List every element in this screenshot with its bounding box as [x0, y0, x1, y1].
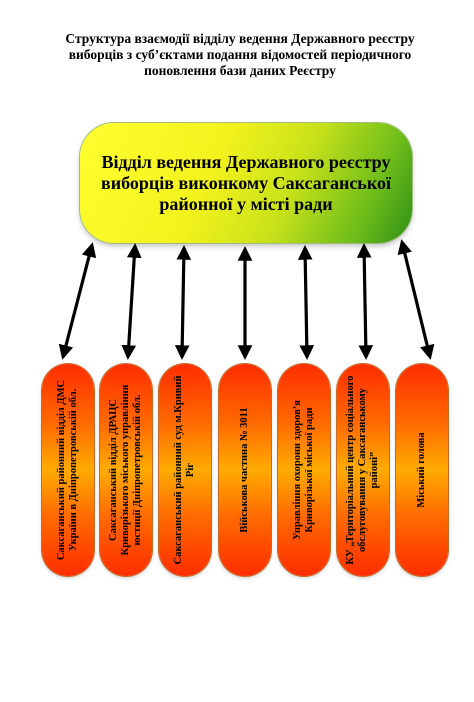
- unit-label-civil-registry: Саксаганський відділ ДРАЦС Криворізького…: [108, 384, 143, 556]
- main-department-box: Відділ ведення Державного реєстру виборц…: [80, 123, 412, 243]
- unit-box-migration-service: Саксаганський районний відділ ДМС Україн…: [42, 364, 94, 576]
- unit-label-district-court: Саксаганський районний суд м.Кривий Ріг: [173, 375, 196, 565]
- connector-arrow-1: [58, 242, 97, 360]
- connector-arrow-5: [297, 245, 315, 360]
- unit-box-civil-registry: Саксаганський відділ ДРАЦС Криворізького…: [100, 364, 152, 576]
- connector-arrow-3: [174, 245, 192, 360]
- diagram-title: Структура взаємодії відділу ведення Держ…: [65, 31, 415, 78]
- unit-label-military-unit: Військова частина № 3011: [239, 407, 250, 533]
- unit-box-military-unit: Військова частина № 3011: [219, 364, 271, 576]
- unit-box-district-court: Саксаганський районний суд м.Кривий Ріг: [159, 364, 211, 576]
- connector-arrow-7: [397, 239, 435, 360]
- unit-label-city-mayor: Міський голова: [416, 432, 427, 508]
- connector-arrow-6: [356, 243, 374, 360]
- unit-label-social-service-center: КУ „Територіальний центр соціального обс…: [345, 375, 380, 565]
- unit-box-city-mayor: Міський голова: [396, 364, 448, 576]
- unit-box-social-service-center: КУ „Територіальний центр соціального обс…: [337, 364, 389, 576]
- unit-box-health-department: Управління охорони здоров’я Криворізької…: [278, 364, 330, 576]
- unit-label-migration-service: Саксаганський районний відділ ДМС Україн…: [56, 379, 79, 561]
- unit-label-health-department: Управління охорони здоров’я Криворізької…: [292, 400, 315, 540]
- connector-arrow-2: [121, 243, 142, 360]
- main-department-label: Відділ ведення Державного реєстру виборц…: [101, 151, 391, 214]
